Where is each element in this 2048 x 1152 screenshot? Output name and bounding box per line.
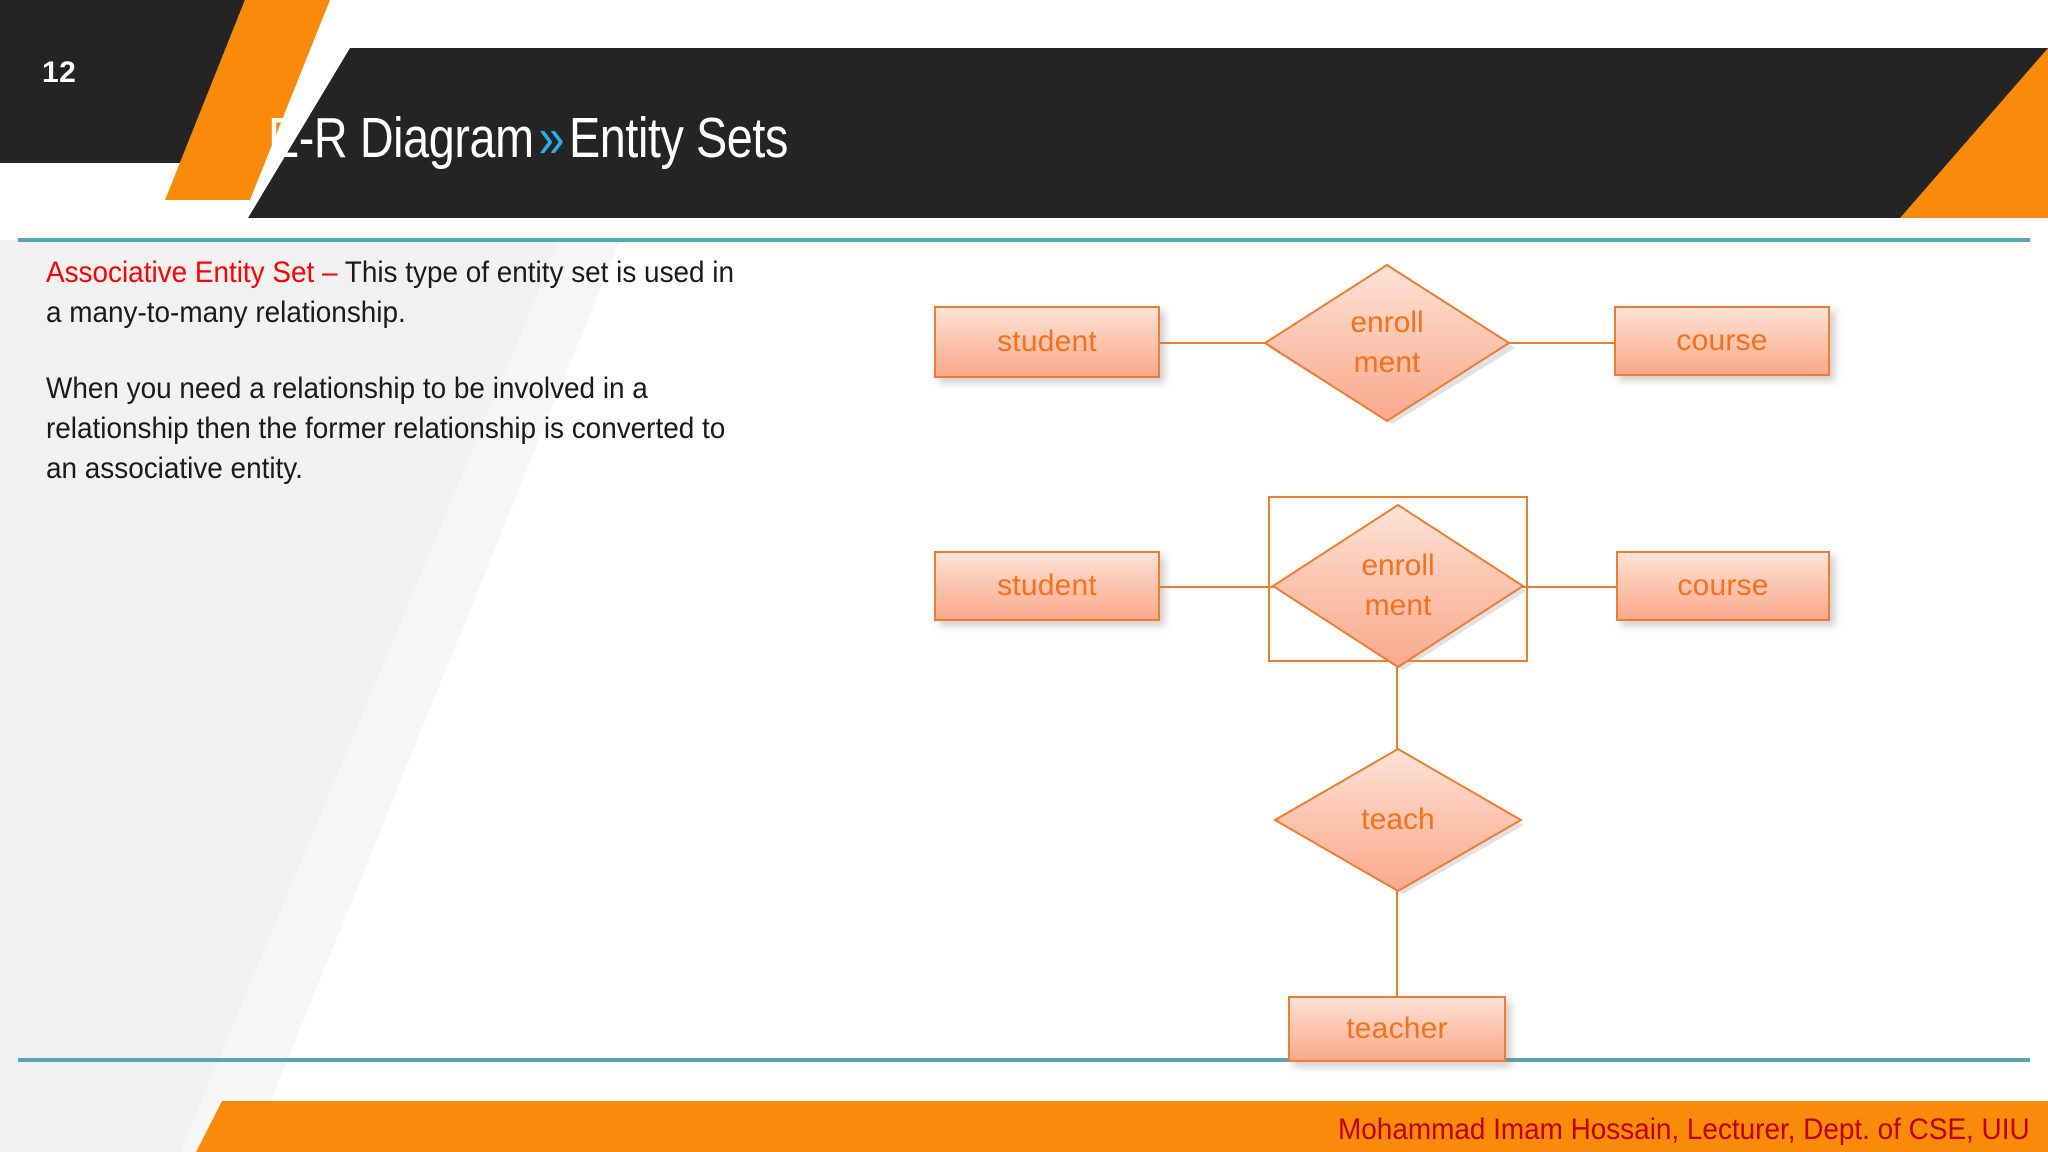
page-title-part2: Entity Sets (569, 106, 788, 170)
er2-diamond-shape (1271, 503, 1525, 669)
er1-entity-course-label: course (1676, 324, 1768, 357)
term-associative-entity-set: Associative Entity Set – (46, 256, 338, 289)
er2-entity-student: student (934, 551, 1160, 621)
footer-credit: Mohammad Imam Hossain, Lecturer, Dept. o… (1338, 1113, 2030, 1146)
er1-entity-student: student (934, 306, 1160, 378)
er2-entity-student-label: student (997, 569, 1097, 602)
er2-entity-teacher: teacher (1288, 996, 1506, 1062)
er2-relationship-teach: teach (1272, 746, 1524, 894)
er2-entity-course-label: course (1677, 569, 1769, 602)
er2-entity-teacher-label: teacher (1346, 1012, 1448, 1045)
er2-link-student-enrollment (1158, 586, 1276, 588)
body-copy: Associative Entity Set – This type of en… (46, 253, 753, 488)
chevron-right-icon: » (538, 106, 565, 170)
paragraph-1: Associative Entity Set – This type of en… (46, 253, 753, 333)
er1-relationship-enrollment: enroll ment (1262, 262, 1515, 424)
er2-link-teach-teacher (1396, 888, 1398, 998)
page-title-part1: E-R Diagram (268, 106, 534, 170)
er2-entity-course: course (1616, 551, 1830, 621)
er2-relationship-enrollment: enroll ment (1270, 502, 1526, 670)
er2-link-enrollment-teach (1396, 660, 1398, 750)
paragraph-1-rest: This type of entity set is used in a man… (46, 256, 735, 329)
er1-entity-student-label: student (997, 325, 1097, 358)
er1-diamond-shape (1263, 263, 1511, 423)
er2-teach-diamond-shape (1272, 747, 1524, 893)
er2-link-enrollment-course (1520, 586, 1622, 588)
er1-link-enrollment-course (1506, 342, 1616, 344)
paragraph-2: When you need a relationship to be invol… (46, 371, 726, 485)
page-title: E-R Diagram»Entity Sets (268, 107, 788, 170)
er1-entity-course: course (1614, 306, 1830, 376)
slide-number: 12 (42, 56, 77, 89)
er1-link-student-enrollment (1158, 342, 1268, 344)
